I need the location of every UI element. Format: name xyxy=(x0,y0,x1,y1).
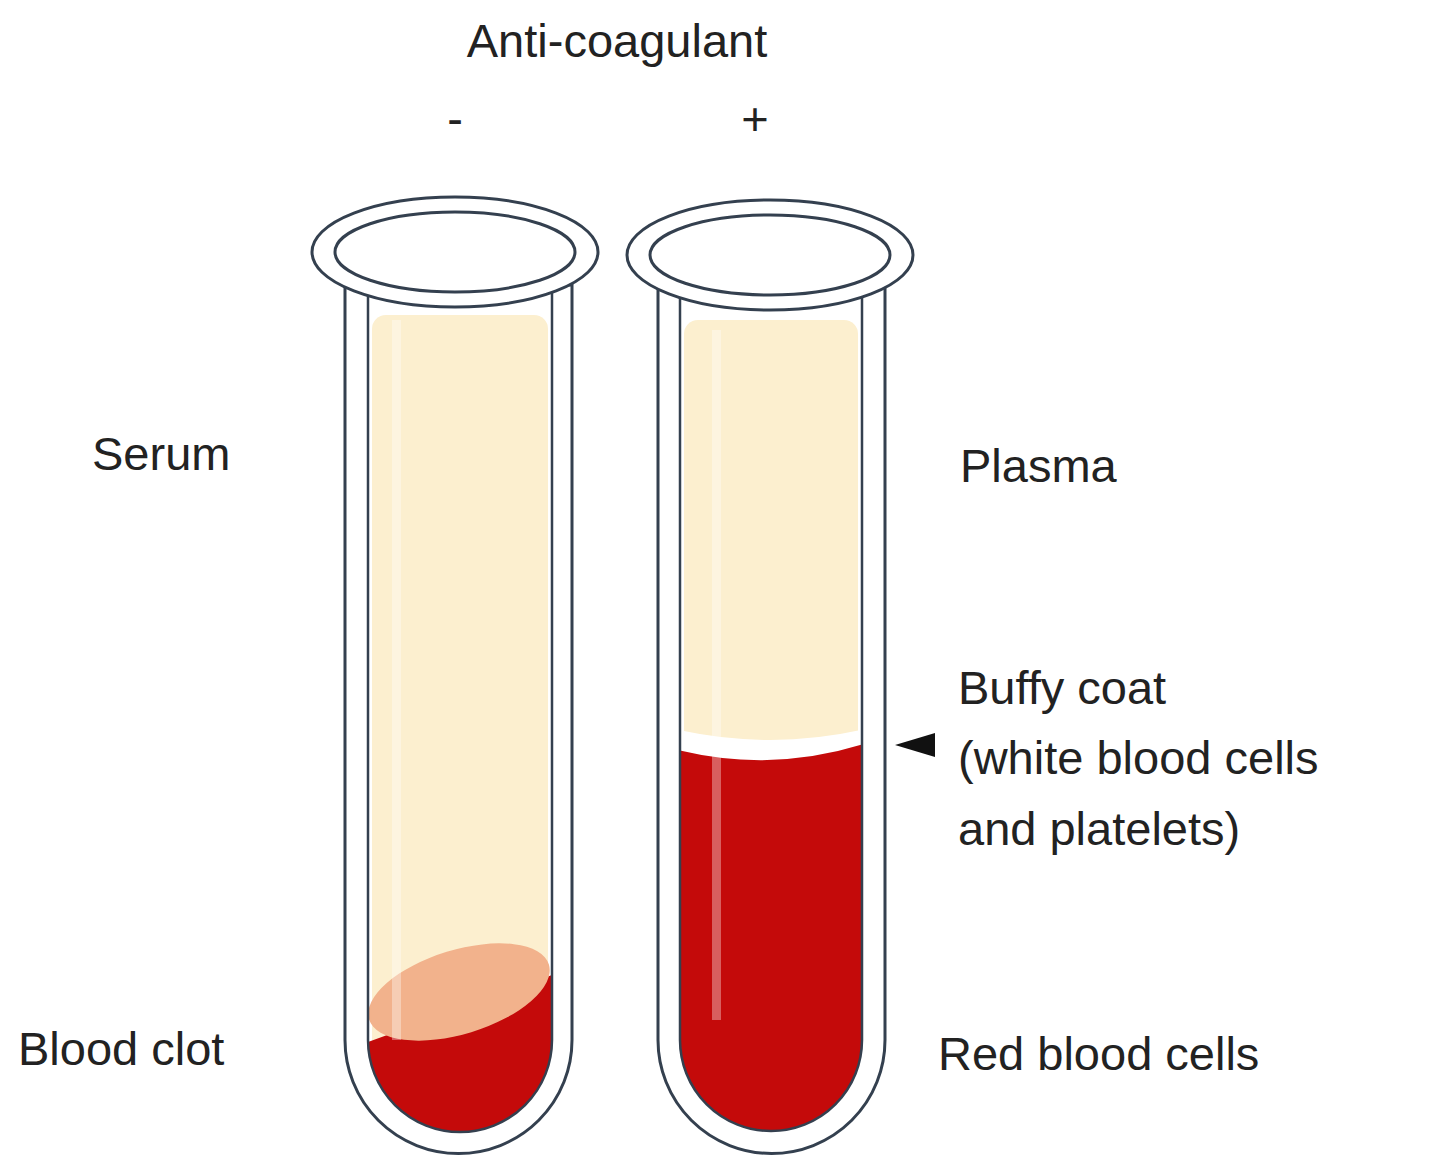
clot-surface xyxy=(357,924,561,1059)
sign-label: + xyxy=(741,83,768,154)
tube-inner-wall xyxy=(680,285,862,1131)
part-label: Buffy coat xyxy=(958,652,1166,723)
tube-rim xyxy=(627,200,913,310)
tube-inner-wall xyxy=(368,285,552,1132)
tube-rim xyxy=(312,197,598,307)
glass-highlight xyxy=(712,330,721,1020)
part-label: Blood clot xyxy=(18,1013,224,1084)
part-label: Red blood cells xyxy=(938,1018,1259,1089)
plasma-fill xyxy=(684,320,858,760)
tube-opening xyxy=(335,212,575,292)
heading: Anti-coagulant xyxy=(467,5,767,76)
part-label: Plasma xyxy=(960,430,1117,501)
tube-opening xyxy=(650,215,890,295)
glass-highlight xyxy=(392,320,401,1040)
sign-label: - xyxy=(447,83,463,154)
pointer-arrowhead xyxy=(895,733,935,757)
part-label: Serum xyxy=(92,418,230,489)
part-note: (white blood cells and platelets) xyxy=(958,722,1398,864)
